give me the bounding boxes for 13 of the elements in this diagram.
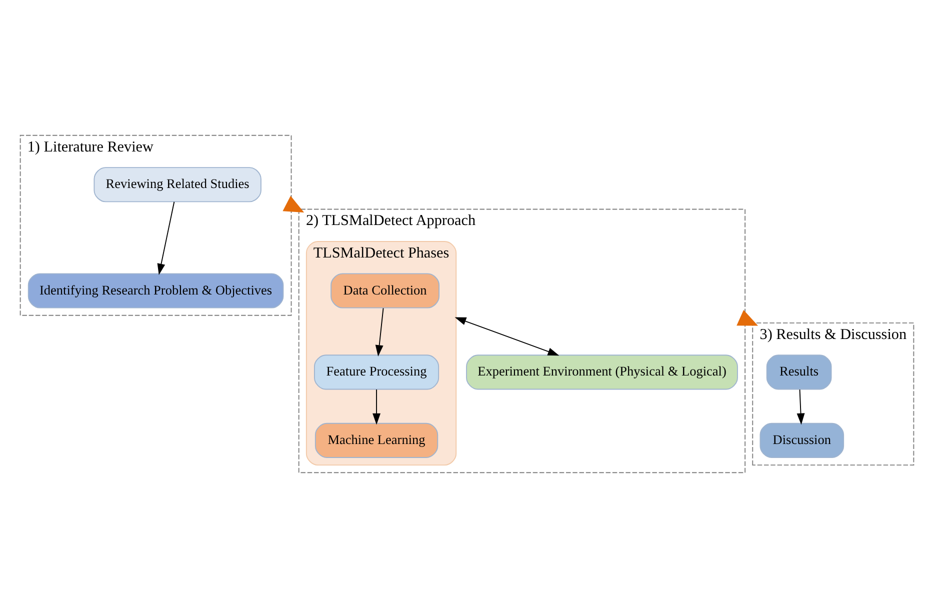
node-box: Identifying Research Problem & Objectives: [28, 272, 284, 308]
node-box: Experiment Environment (Physical & Logical): [466, 354, 738, 390]
arrow: [375, 307, 384, 356]
node-box: Machine Learning: [314, 422, 438, 458]
node-box: Discussion: [760, 422, 844, 458]
node-box: Results: [766, 354, 832, 390]
node-box: Feature Processing: [314, 354, 440, 390]
node-box: Data Collection: [330, 272, 440, 308]
arrow: [372, 388, 380, 424]
arrow: [454, 316, 560, 356]
arrow: [157, 200, 175, 275]
node-box: Reviewing Related Studies: [94, 166, 262, 202]
arrow: [796, 388, 805, 424]
